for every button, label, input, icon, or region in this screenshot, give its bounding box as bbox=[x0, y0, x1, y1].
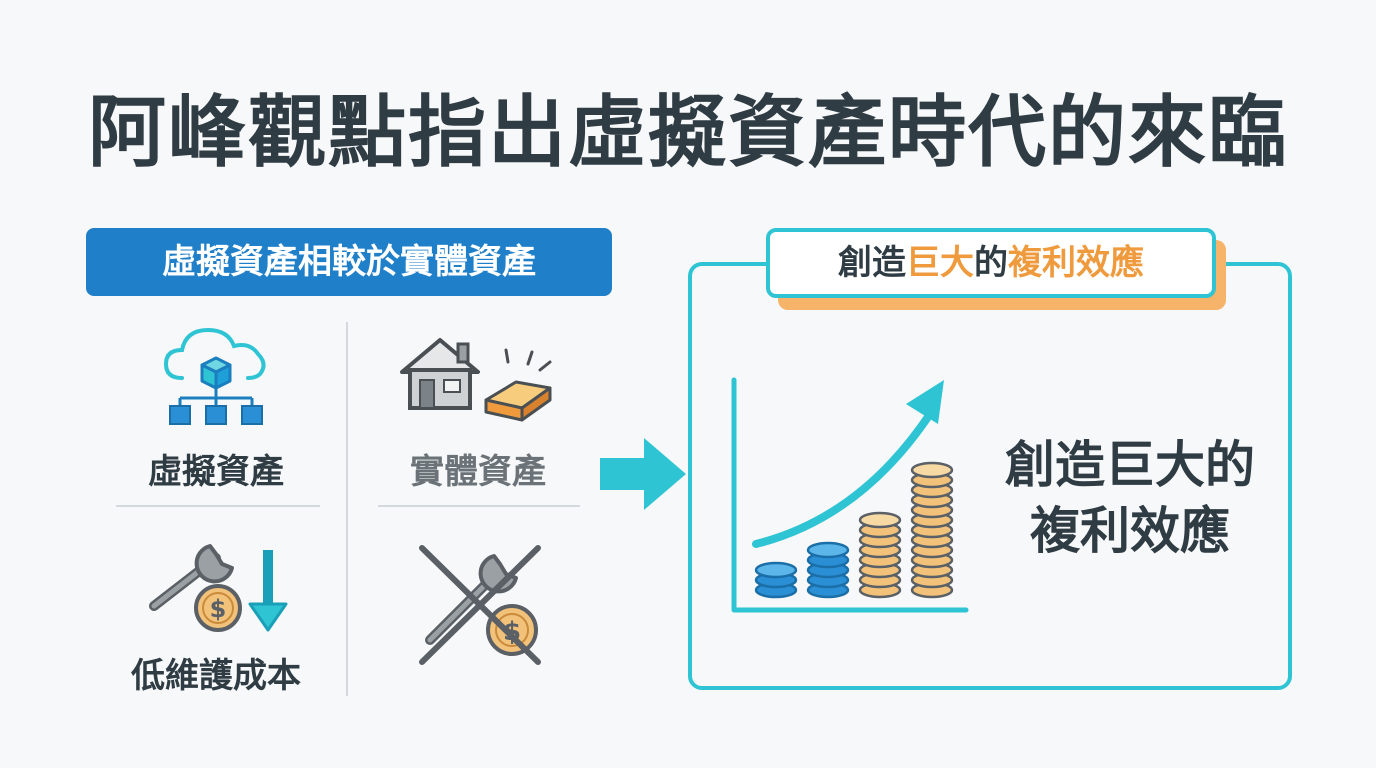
virtual-assets-label: 虛擬資產 bbox=[148, 452, 284, 492]
panel-label: 創造巨大的複利效應 bbox=[766, 228, 1216, 298]
compound-effect-text: 創造巨大的 複利效應 bbox=[980, 432, 1280, 564]
compound-effect-line-1: 創造巨大的 bbox=[1005, 436, 1255, 494]
compound-effect-line-2: 複利效應 bbox=[1030, 502, 1230, 560]
comparison-banner: 虛擬資產相較於實體資產 bbox=[86, 228, 612, 296]
label-part-3: 的 bbox=[974, 243, 1008, 283]
svg-text:$: $ bbox=[210, 595, 227, 623]
crossed-wrench-coin-icon: $ bbox=[419, 545, 541, 665]
wrench-coin-down-icon: $ bbox=[149, 544, 288, 632]
physical-assets-label: 實體資產 bbox=[410, 452, 546, 492]
label-part-4: 複利效應 bbox=[1008, 243, 1144, 283]
right-horizontal-divider bbox=[378, 505, 580, 507]
label-part-1: 創造 bbox=[838, 243, 906, 283]
vertical-divider bbox=[346, 322, 348, 696]
left-horizontal-divider bbox=[116, 505, 320, 507]
cloud-network-icon bbox=[163, 327, 266, 425]
house-gold-icon bbox=[400, 338, 552, 422]
right-arrow-icon bbox=[600, 438, 686, 510]
low-maintenance-label: 低維護成本 bbox=[131, 656, 301, 696]
growth-coins-chart-icon bbox=[731, 377, 969, 613]
page-title: 阿峰觀點指出虛擬資產時代的來臨 bbox=[87, 88, 1288, 178]
label-part-2: 巨大 bbox=[906, 243, 974, 283]
